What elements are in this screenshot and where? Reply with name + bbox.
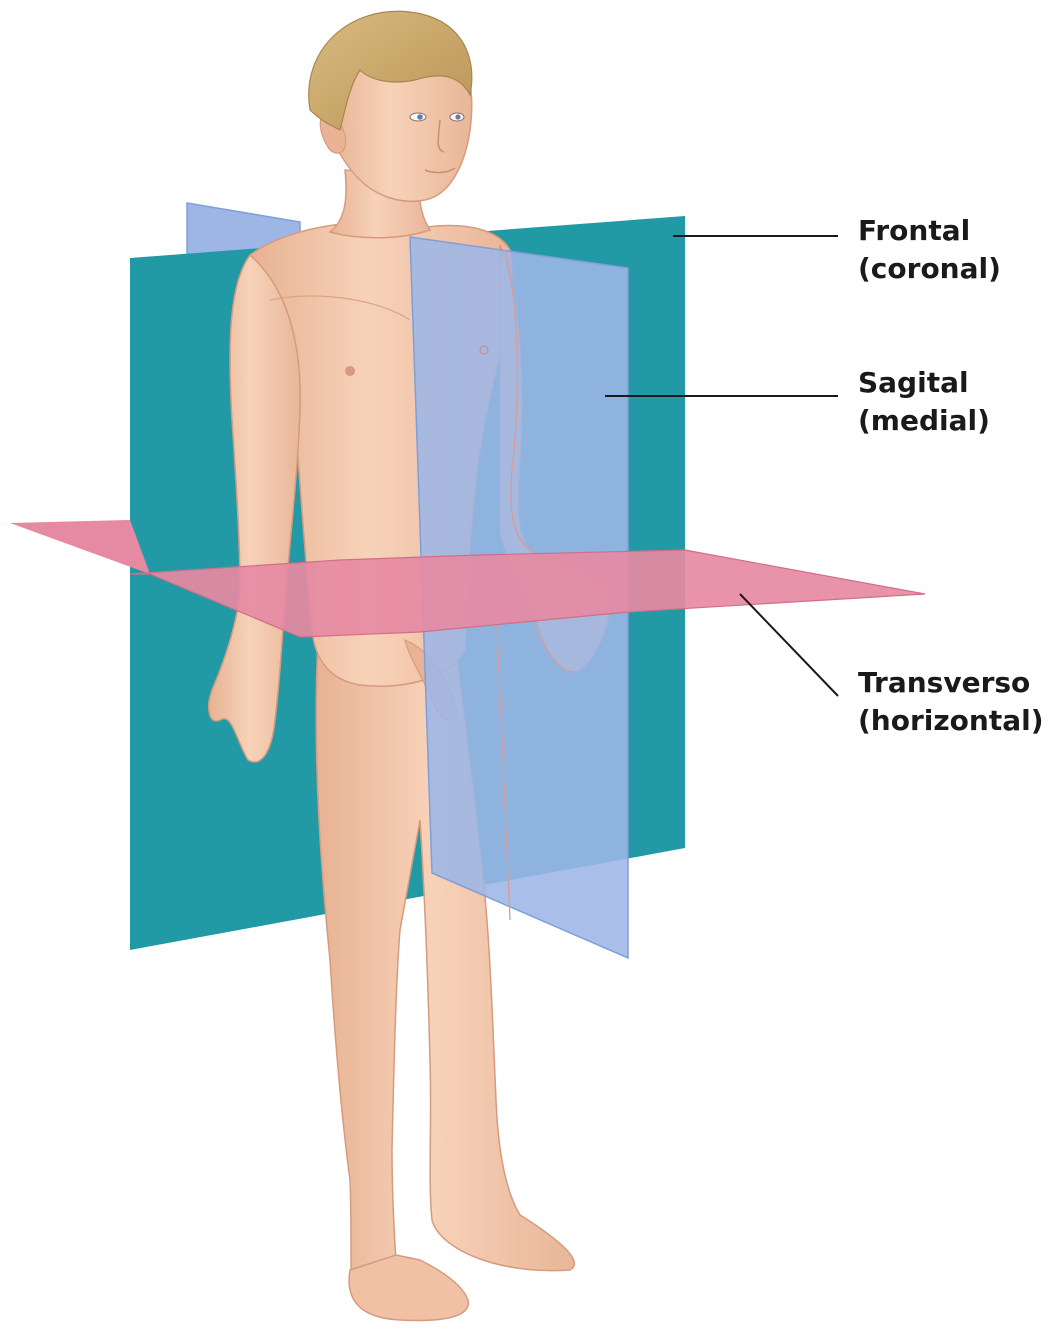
- sagittal-label-name: Sagital: [858, 364, 990, 402]
- frontal-label: Frontal (coronal): [858, 212, 1001, 288]
- transverse-label-alt: (horizontal): [858, 702, 1044, 740]
- transverse-plane-left: [10, 520, 150, 574]
- frontal-label-alt: (coronal): [858, 250, 1001, 288]
- frontal-label-name: Frontal: [858, 212, 1001, 250]
- sagittal-label: Sagital (medial): [858, 364, 990, 440]
- transverse-label-name: Transverso: [858, 664, 1044, 702]
- transverse-label: Transverso (horizontal): [858, 664, 1044, 740]
- transverse-leader-line: [740, 594, 838, 696]
- sagittal-label-alt: (medial): [858, 402, 990, 440]
